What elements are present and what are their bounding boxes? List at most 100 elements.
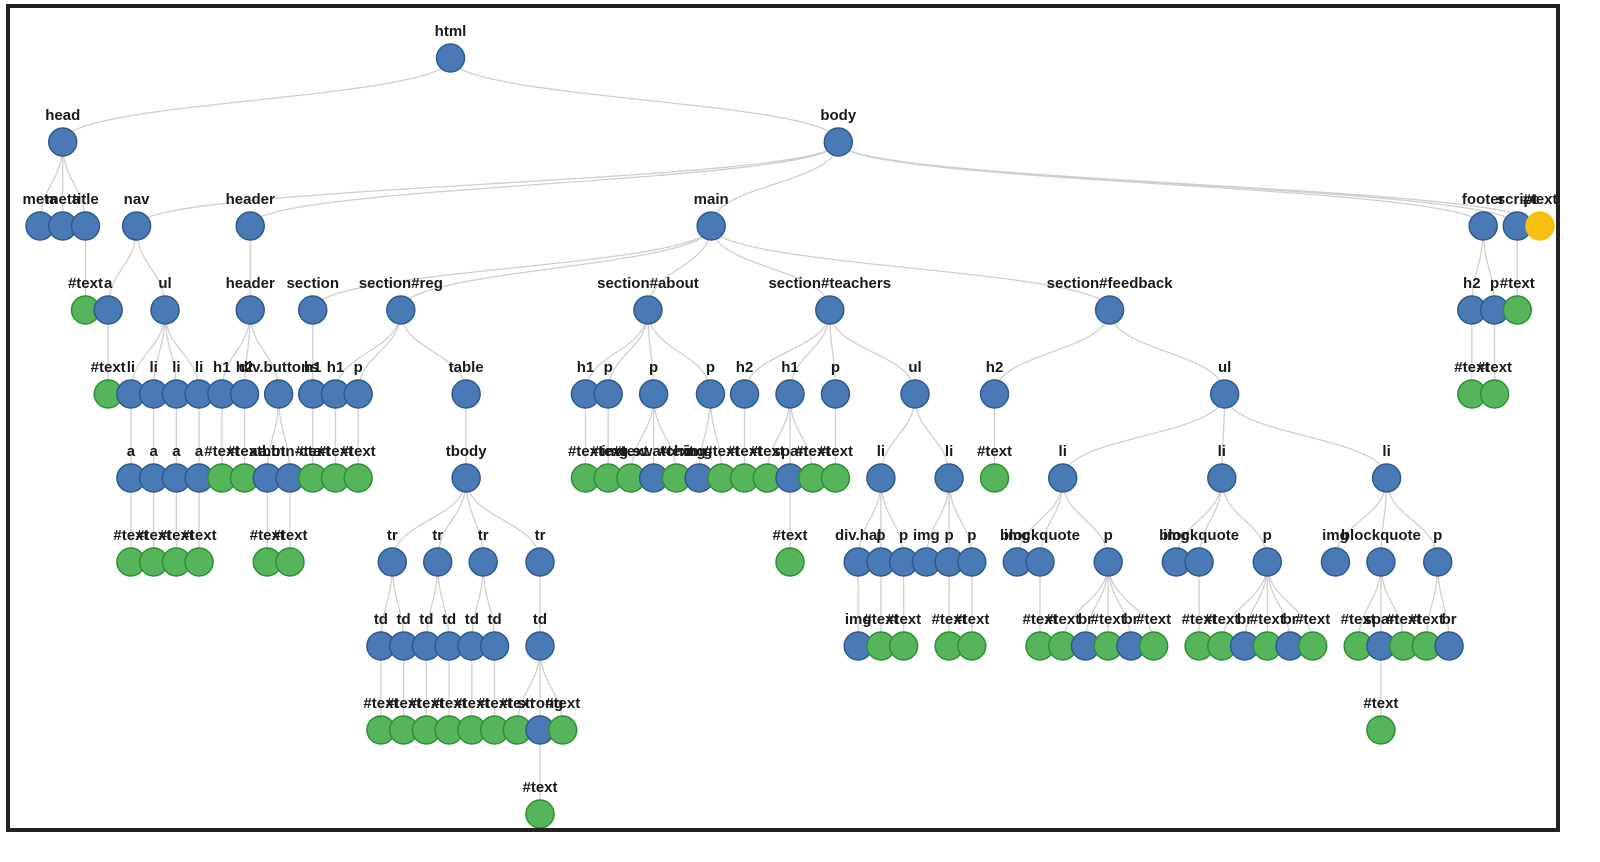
- element-node-circle[interactable]: [468, 547, 498, 577]
- tree-node-text[interactable]: #text: [1363, 695, 1398, 745]
- tree-node-text[interactable]: #text: [91, 359, 126, 409]
- tree-node-text[interactable]: #text: [750, 443, 785, 493]
- tree-node-text[interactable]: #text: [932, 611, 967, 661]
- text-node-circle[interactable]: [1138, 631, 1169, 661]
- element-node-circle[interactable]: [235, 295, 265, 325]
- tree-node-img[interactable]: img: [1002, 527, 1033, 577]
- text-node-circle[interactable]: [957, 631, 987, 661]
- element-node-circle[interactable]: [435, 43, 466, 73]
- text-node-circle[interactable]: [888, 631, 919, 661]
- element-node-circle[interactable]: [1422, 547, 1453, 577]
- text-node-circle[interactable]: [343, 463, 373, 493]
- element-node-circle[interactable]: [1434, 631, 1464, 661]
- tree-node-p[interactable]: p: [695, 359, 726, 409]
- element-node-circle[interactable]: [823, 127, 854, 157]
- tree-node-h1[interactable]: h1: [297, 359, 328, 409]
- element-node-circle[interactable]: [229, 379, 260, 409]
- text-node-circle[interactable]: [1297, 631, 1328, 661]
- tree-node-li[interactable]: li: [1371, 443, 1402, 493]
- element-node-circle[interactable]: [343, 379, 373, 409]
- tree-node-text[interactable]: #text: [704, 443, 739, 493]
- tree-node-title[interactable]: title: [70, 191, 101, 241]
- tree-node-text[interactable]: #text: [1386, 611, 1421, 661]
- tree-node-tr[interactable]: tr: [422, 527, 453, 577]
- text-node-circle[interactable]: [775, 547, 805, 577]
- tree-node-text[interactable]: #text: [591, 443, 626, 493]
- tree-node-p[interactable]: p: [1252, 527, 1283, 577]
- tree-node-body[interactable]: body: [820, 107, 857, 157]
- tree-node-text[interactable]: #text: [500, 695, 535, 745]
- tree-node-text[interactable]: #text: [818, 443, 853, 493]
- tree-node-script[interactable]: script: [1497, 191, 1538, 241]
- tree-node-span[interactable]: span: [1363, 611, 1398, 661]
- element-node-circle[interactable]: [263, 379, 294, 409]
- element-node-circle[interactable]: [47, 127, 78, 157]
- tree-node-text[interactable]: #text: [318, 443, 353, 493]
- element-node-circle[interactable]: [775, 379, 805, 409]
- tree-node-text[interactable]: #text: [1091, 611, 1126, 661]
- element-node-circle[interactable]: [150, 295, 180, 325]
- tree-node-p[interactable]: p: [1479, 275, 1510, 325]
- text-node-circle[interactable]: [1502, 295, 1533, 325]
- tree-node-section[interactable]: section: [286, 275, 339, 325]
- element-node-circle[interactable]: [638, 379, 669, 409]
- tree-node-text[interactable]: #text: [341, 443, 376, 493]
- element-node-circle[interactable]: [1025, 547, 1055, 577]
- element-node-circle[interactable]: [979, 379, 1010, 409]
- tree-node-a-btn[interactable]: a.btn: [249, 443, 285, 493]
- tree-node-h1[interactable]: h1: [320, 359, 351, 409]
- element-node-circle[interactable]: [422, 547, 453, 577]
- tree-node-img[interactable]: img: [1320, 527, 1351, 577]
- tree-node-td[interactable]: td: [388, 611, 419, 661]
- element-node-circle[interactable]: [957, 547, 987, 577]
- tree-node-text[interactable]: #text: [477, 695, 512, 745]
- element-node-circle[interactable]: [479, 631, 510, 661]
- tree-node-blockquote[interactable]: blockquote: [1341, 527, 1421, 577]
- tree-node-li[interactable]: li: [1207, 443, 1237, 493]
- text-node-circle[interactable]: [979, 463, 1010, 493]
- tree-node-section-reg[interactable]: section#reg: [359, 275, 443, 325]
- element-node-circle[interactable]: [696, 211, 726, 241]
- tree-node-text[interactable]: #text: [659, 443, 694, 493]
- tree-node-ul[interactable]: ul: [1209, 359, 1240, 409]
- tree-node-li[interactable]: li: [866, 443, 896, 493]
- tree-node-div-hal[interactable]: div.hal: [835, 527, 881, 577]
- element-node-circle[interactable]: [1207, 463, 1237, 493]
- element-node-circle[interactable]: [695, 379, 726, 409]
- tree-node-text[interactable]: #text: [886, 611, 921, 661]
- tree-node-text[interactable]: #text: [772, 527, 808, 577]
- tree-node-text[interactable]: #text: [1022, 611, 1058, 661]
- tree-node-text[interactable]: #text: [1295, 611, 1330, 661]
- tree-node-head[interactable]: head: [45, 107, 80, 157]
- tree-node-img[interactable]: img: [684, 443, 714, 493]
- tree-node-img-swatching[interactable]: img.swatching: [602, 443, 706, 493]
- tree-node-td[interactable]: td: [525, 611, 555, 661]
- element-node-circle[interactable]: [1093, 547, 1123, 577]
- element-node-circle[interactable]: [525, 631, 555, 661]
- text-node-circle[interactable]: [547, 715, 578, 745]
- tree-node-text[interactable]: #text: [545, 695, 580, 745]
- tree-node-text[interactable]: #text: [1045, 611, 1080, 661]
- tree-node-nav[interactable]: nav: [121, 191, 152, 241]
- element-node-circle[interactable]: [593, 379, 623, 409]
- tree-node-tr[interactable]: tr: [377, 527, 408, 577]
- tree-node-header[interactable]: header: [226, 275, 275, 325]
- text-node-circle[interactable]: [275, 547, 305, 577]
- tree-node-h1[interactable]: h1: [775, 359, 805, 409]
- tree-node-tr[interactable]: tr: [525, 527, 555, 577]
- tree-node-li[interactable]: li: [1047, 443, 1078, 493]
- tree-node-p[interactable]: p: [343, 359, 373, 409]
- tree-node-header[interactable]: header: [226, 191, 275, 241]
- tree-node-text[interactable]: #text: [977, 443, 1012, 493]
- element-node-circle[interactable]: [1209, 379, 1240, 409]
- tree-node-ul[interactable]: ul: [150, 275, 180, 325]
- tree-node-main[interactable]: main: [694, 191, 729, 241]
- tree-node-p[interactable]: p: [593, 359, 623, 409]
- tree-node-ul[interactable]: ul: [900, 359, 930, 409]
- tree-node-img[interactable]: img: [911, 527, 942, 577]
- tree-node-text[interactable]: #text: [250, 527, 285, 577]
- element-node-circle[interactable]: [377, 547, 408, 577]
- tree-node-span[interactable]: span: [772, 443, 808, 493]
- tree-node-text[interactable]: #text: [272, 527, 308, 577]
- tree-node-h2[interactable]: h2: [729, 359, 760, 409]
